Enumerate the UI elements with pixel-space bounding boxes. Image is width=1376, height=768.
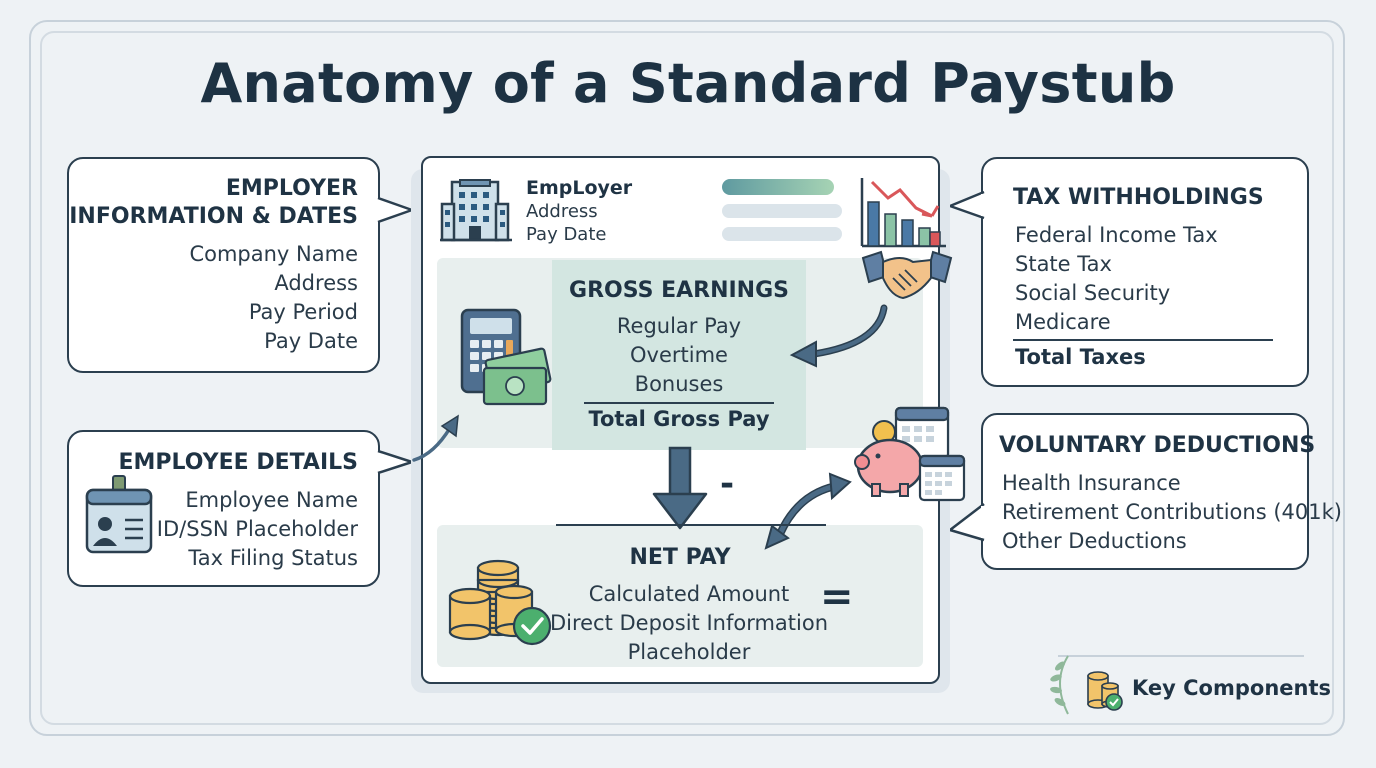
list-item: Federal Income Tax — [1015, 223, 1218, 247]
legend-coins-icon — [1087, 671, 1123, 711]
gross-earnings-section — [552, 260, 806, 450]
list-item: State Tax — [1015, 252, 1112, 276]
employer-heading-line2: INFORMATION & DATES — [69, 204, 358, 229]
arrow-gross-to-net — [652, 446, 708, 530]
list-item: Direct Deposit Information — [549, 611, 829, 635]
list-item: Address — [274, 271, 358, 295]
laurel-icon — [1050, 655, 1069, 715]
legend-label: Key Components — [1132, 676, 1332, 700]
arrow-deductions-double — [764, 472, 852, 550]
net-pay-heading: NET PAY — [629, 545, 731, 570]
gross-divider — [584, 402, 774, 404]
employer-heading-line1: EMPLOYER — [225, 176, 358, 201]
coins-check-icon — [448, 559, 552, 646]
employee-items: Employee Name ID/SSN Placeholder Tax Fil… — [157, 486, 358, 573]
list-item: Bonuses — [634, 372, 724, 396]
gross-total: Total Gross Pay — [588, 407, 770, 431]
list-item: Calculated Amount — [588, 582, 790, 606]
list-item: Retirement Contributions (401k) — [1002, 500, 1342, 524]
id-badge-icon — [85, 475, 153, 554]
header-bar — [722, 204, 842, 218]
list-item: Other Deductions — [1002, 529, 1187, 553]
header-bar — [722, 227, 842, 241]
calculator-cash-icon — [460, 308, 552, 406]
employer-items: Company Name Address Pay Period Pay Date — [189, 240, 358, 356]
employee-details-box: EMPLOYEE DETAILS Employee Name ID/SSN Pl… — [67, 430, 380, 587]
voluntary-pointer — [948, 503, 987, 542]
list-item: Regular Pay — [616, 314, 742, 338]
handshake-icon — [861, 250, 953, 300]
voluntary-deductions-box: VOLUNTARY DEDUCTIONS Health Insurance Re… — [981, 413, 1342, 570]
tax-total: Total Taxes — [1015, 345, 1146, 369]
gross-earnings-heading: GROSS EARNINGS — [569, 278, 789, 303]
list-item: Health Insurance — [1002, 471, 1181, 495]
tax-withholdings-box: TAX WITHHOLDINGS Federal Income Tax Stat… — [981, 157, 1309, 387]
paystub-header-address: Address — [526, 201, 598, 222]
net-items: Calculated Amount Direct Deposit Informa… — [540, 580, 838, 667]
list-item: Pay Date — [264, 329, 358, 353]
tax-heading: TAX WITHHOLDINGS — [1013, 185, 1264, 210]
list-item: Medicare — [1015, 310, 1111, 334]
list-item: Employee Name — [185, 488, 358, 512]
inner-frame — [40, 31, 1334, 725]
header-bar-accent — [722, 179, 834, 195]
list-item: Overtime — [630, 343, 728, 367]
outer-frame — [29, 20, 1345, 736]
employee-heading: EMPLOYEE DETAILS — [118, 450, 358, 475]
list-item: Company Name — [189, 242, 358, 266]
list-item: ID/SSN Placeholder — [156, 517, 358, 541]
minus-sign: - — [720, 464, 735, 504]
voluntary-items: Health Insurance Retirement Contribution… — [1002, 469, 1342, 556]
paystub-header-paydate: Pay Date — [526, 224, 607, 245]
list-item: Social Security — [1015, 281, 1171, 305]
legend-divider — [1058, 655, 1304, 657]
page-title: Anatomy of a Standard Paystub — [200, 52, 1176, 115]
tax-pointer — [948, 190, 987, 220]
gross-items: Regular Pay Overtime Bonuses — [552, 312, 806, 399]
arrow-employee-to-paystub — [412, 414, 459, 462]
building-icon — [440, 179, 512, 242]
voluntary-heading: VOLUNTARY DEDUCTIONS — [999, 433, 1316, 458]
net-top-line — [556, 524, 826, 526]
tax-divider — [1013, 339, 1273, 341]
paystub-employer-title: EmpLoyer — [526, 177, 633, 199]
arrow-handshake-to-gross — [789, 304, 888, 368]
tax-items: Federal Income Tax State Tax Social Secu… — [1015, 221, 1218, 337]
list-item: Pay Period — [248, 300, 358, 324]
employer-info-box: EMPLOYER INFORMATION & DATES Company Nam… — [67, 157, 380, 373]
list-item: Tax Filing Status — [188, 546, 358, 570]
equals-sign: = — [820, 574, 854, 620]
declining-chart-icon — [860, 178, 946, 248]
list-item: Placeholder — [627, 640, 751, 664]
piggy-bank-calendar-icon — [854, 406, 966, 502]
